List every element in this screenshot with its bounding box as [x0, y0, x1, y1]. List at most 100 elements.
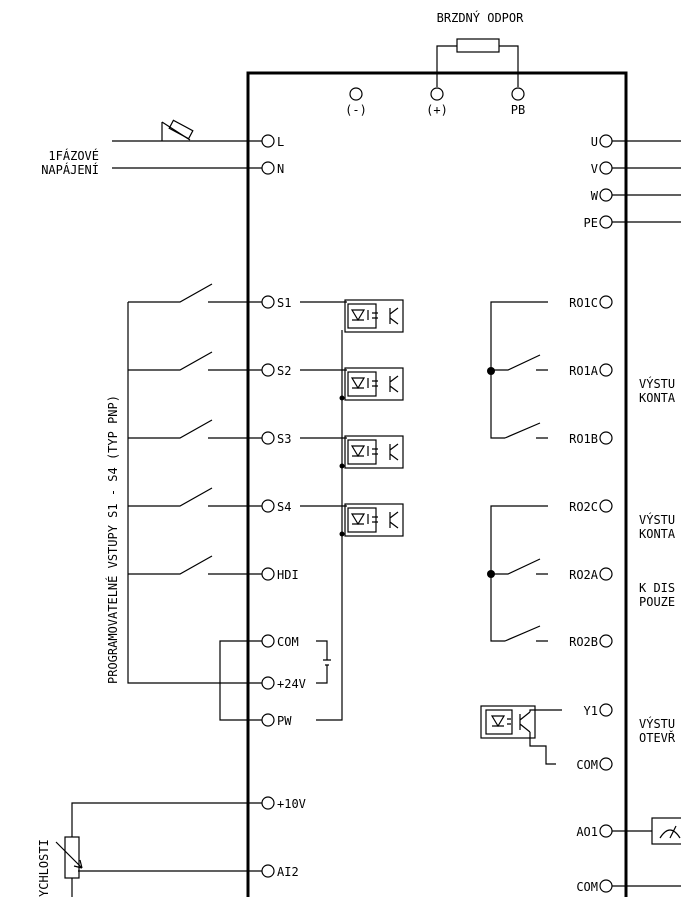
relay-note-line1: K DIS — [639, 581, 675, 595]
potentiometer-wires — [71, 802, 262, 897]
terminal-RO1A — [599, 363, 613, 377]
terminal-RO1C — [599, 295, 613, 309]
terminal-COM-A-label: COM — [576, 880, 598, 894]
open-collector-label-line2: OTEVŘ — [639, 730, 676, 745]
terminal-AI2-label: AI2 — [277, 865, 299, 879]
terminal-RO2A-label: RO2A — [569, 568, 599, 582]
supply-label-line2: NAPÁJENÍ — [41, 162, 99, 177]
terminal-AO1-label: AO1 — [576, 825, 598, 839]
terminal-S3 — [261, 431, 275, 445]
analog-output-wires — [612, 830, 681, 887]
inputs-vertical-label: PROGRAMOVATELNÉ VSTUPY S1 - S4 (TYP PNP) — [105, 395, 120, 684]
terminal-pb-label: PB — [511, 103, 525, 117]
terminal-RO1B — [599, 431, 613, 445]
terminal-RO1C-label: RO1C — [569, 296, 598, 310]
input-switch-hdi — [128, 555, 262, 575]
terminal-minus-label: (-) — [345, 103, 367, 117]
meter-needle — [659, 825, 681, 839]
junction-dot — [339, 531, 345, 537]
terminal-plus-label: (+) — [426, 103, 448, 117]
junction-dot — [339, 395, 345, 401]
terminal-minus — [349, 87, 363, 101]
terminal-S3-label: S3 — [277, 432, 291, 446]
terminal-Y1 — [599, 703, 613, 717]
terminal-N-label: N — [277, 162, 284, 176]
terminal-PE — [599, 215, 613, 229]
terminal-RO1B-label: RO1B — [569, 432, 598, 446]
terminal-S2 — [261, 363, 275, 377]
relay2-label-line2: KONTA — [639, 527, 676, 541]
motor-outputs: U V W PE — [584, 134, 681, 230]
motor-output-wires — [612, 140, 681, 223]
terminal-RO2A — [599, 567, 613, 581]
terminal-COM-Y — [599, 757, 613, 771]
com-pw-jumper — [219, 640, 262, 721]
terminal-V-label: V — [591, 162, 598, 176]
terminal-RO2B — [599, 634, 613, 648]
terminal-S4-label: S4 — [277, 500, 291, 514]
terminal-RO1A-label: RO1A — [569, 364, 599, 378]
terminal-COM — [261, 634, 275, 648]
relay-2 — [487, 505, 548, 642]
terminal-10V — [261, 796, 275, 810]
terminal-S1-label: S1 — [277, 296, 291, 310]
terminal-RO2B-label: RO2B — [569, 635, 598, 649]
terminal-PW — [261, 713, 275, 727]
terminal-COM-label: COM — [277, 635, 299, 649]
terminal-PW-label: PW — [277, 714, 292, 728]
analog-meter-icon — [651, 817, 681, 845]
terminal-W — [599, 188, 613, 202]
relay1-label-line1: VÝSTU — [639, 376, 675, 391]
terminal-HDI-label: HDI — [277, 568, 299, 582]
terminal-AI2 — [261, 864, 275, 878]
potentiometer-arrow — [55, 841, 83, 869]
terminal-U-label: U — [591, 135, 598, 149]
brake-resistor-symbol — [456, 38, 500, 53]
input-switch-s3 — [128, 419, 262, 439]
fuse-link — [161, 121, 191, 141]
terminal-HDI — [261, 567, 275, 581]
terminal-COM-A — [599, 879, 613, 893]
terminal-L-label: L — [277, 135, 284, 149]
internal-24v-source — [316, 640, 331, 684]
optocoupler-s1 — [300, 299, 404, 333]
brake-resistor-wires — [436, 45, 519, 87]
optocoupler-s3 — [300, 435, 404, 469]
terminal-N — [261, 161, 275, 175]
input-switch-s1 — [128, 283, 262, 303]
optocoupler-s2 — [300, 367, 404, 401]
input-common-rail — [127, 302, 262, 684]
terminal-PE-label: PE — [584, 216, 598, 230]
terminal-AO1 — [599, 824, 613, 838]
terminal-24V-label: +24V — [277, 677, 306, 691]
supply-label-line1: 1FÁZOVÉ — [48, 148, 99, 163]
open-collector-label-line1: VÝSTU — [639, 716, 675, 731]
relay2-label-line1: VÝSTU — [639, 512, 675, 527]
terminal-V — [599, 161, 613, 175]
relay-note-line2: POUZE — [639, 595, 675, 609]
optocoupler-s4 — [300, 503, 404, 537]
relay1-label-line2: KONTA — [639, 391, 676, 405]
terminal-U — [599, 134, 613, 148]
input-switch-s2 — [128, 351, 262, 371]
terminal-COM-Y-label: COM — [576, 758, 598, 772]
optocoupler-common-bus — [316, 330, 343, 721]
terminal-10V-label: +10V — [277, 797, 306, 811]
terminal-plus — [430, 87, 444, 101]
terminal-RO2C-label: RO2C — [569, 500, 598, 514]
brake-resistor-label: BRZDNÝ ODPOR — [437, 10, 524, 25]
junction-dot — [339, 463, 345, 469]
terminal-pb — [511, 87, 525, 101]
terminal-S1 — [261, 295, 275, 309]
terminal-RO2C — [599, 499, 613, 513]
drive-enclosure — [246, 71, 628, 897]
terminal-S2-label: S2 — [277, 364, 291, 378]
relay-1 — [487, 301, 548, 439]
terminal-S4 — [261, 499, 275, 513]
terminal-24V — [261, 676, 275, 690]
potentiometer-symbol — [64, 836, 80, 879]
speed-vertical-label: YCHLOSTI — [37, 839, 51, 897]
input-switch-s4 — [128, 487, 262, 507]
terminal-W-label: W — [591, 189, 599, 203]
